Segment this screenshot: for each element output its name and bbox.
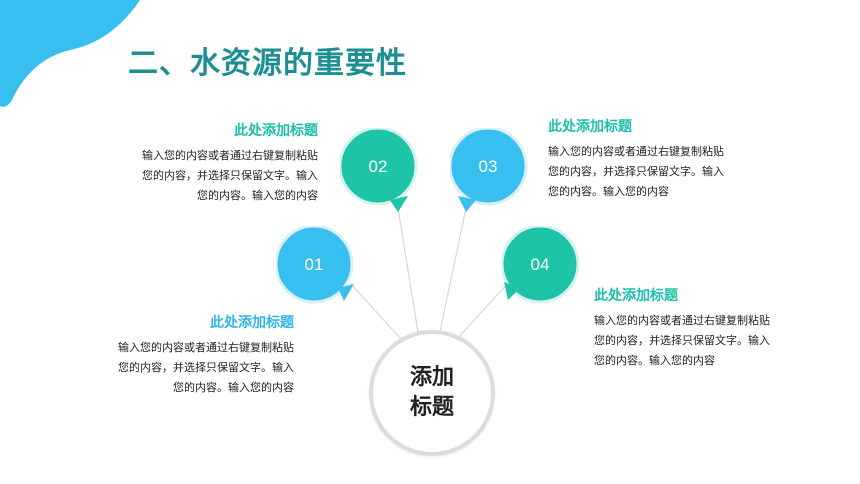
body-02: 输入您的内容或者通过右键复制粘贴 您的内容，并选择只保留文字。输入 您的内容。输…	[100, 146, 318, 206]
page-title: 二、水资源的重要性	[128, 46, 407, 81]
bubble-04: 04	[502, 226, 580, 304]
body-04-line-1: 输入您的内容或者通过右键复制粘贴	[594, 314, 770, 327]
text-block-03: 此处添加标题 输入您的内容或者通过右键复制粘贴 您的内容，并选择只保留文字。输入…	[548, 116, 766, 202]
connector-04	[455, 282, 509, 341]
body-03-line-3: 您的内容。输入您的内容	[548, 185, 669, 198]
body-03-line-2: 您的内容，并选择只保留文字。输入	[548, 165, 724, 178]
connector-03	[439, 207, 467, 333]
connector-01	[349, 282, 403, 341]
bubble-01-number: 01	[305, 255, 324, 274]
body-01-line-3: 您的内容。输入您的内容	[173, 381, 294, 394]
bubble-02-number: 02	[369, 157, 388, 176]
connector-02	[397, 207, 419, 333]
body-04: 输入您的内容或者通过右键复制粘贴 您的内容，并选择只保留文字。输入 您的内容。输…	[594, 311, 812, 371]
heading-04: 此处添加标题	[594, 288, 678, 304]
text-block-01: 此处添加标题 输入您的内容或者通过右键复制粘贴 您的内容，并选择只保留文字。输入…	[76, 312, 294, 398]
text-block-02: 此处添加标题 输入您的内容或者通过右键复制粘贴 您的内容，并选择只保留文字。输入…	[100, 120, 318, 206]
body-02-line-3: 您的内容。输入您的内容	[197, 189, 318, 202]
heading-02: 此处添加标题	[234, 123, 318, 139]
center-title-circle: 添加 标题	[369, 330, 495, 456]
body-02-line-2: 您的内容，并选择只保留文字。输入	[142, 169, 318, 182]
body-03: 输入您的内容或者通过右键复制粘贴 您的内容，并选择只保留文字。输入 您的内容。输…	[548, 142, 766, 202]
body-01-line-2: 您的内容，并选择只保留文字。输入	[118, 361, 294, 374]
corner-wave-decoration	[0, 0, 140, 107]
bubble-03-number: 03	[479, 157, 498, 176]
body-01: 输入您的内容或者通过右键复制粘贴 您的内容，并选择只保留文字。输入 您的内容。输…	[76, 338, 294, 398]
bubble-03: 03	[450, 128, 528, 212]
body-04-line-3: 您的内容。输入您的内容	[594, 354, 715, 367]
body-04-line-2: 您的内容，并选择只保留文字。输入	[594, 334, 770, 347]
body-03-line-1: 输入您的内容或者通过右键复制粘贴	[548, 145, 724, 158]
center-title-line2: 标题	[409, 395, 454, 420]
heading-01: 此处添加标题	[210, 315, 294, 331]
bubble-01: 01	[276, 226, 354, 304]
body-02-line-1: 输入您的内容或者通过右键复制粘贴	[142, 149, 318, 162]
heading-03: 此处添加标题	[548, 119, 632, 135]
text-block-04: 此处添加标题 输入您的内容或者通过右键复制粘贴 您的内容，并选择只保留文字。输入…	[594, 285, 812, 371]
bubble-04-number: 04	[531, 255, 550, 274]
body-01-line-1: 输入您的内容或者通过右键复制粘贴	[118, 341, 294, 354]
center-title-line1: 添加	[409, 365, 454, 390]
bubble-02: 02	[340, 128, 418, 212]
